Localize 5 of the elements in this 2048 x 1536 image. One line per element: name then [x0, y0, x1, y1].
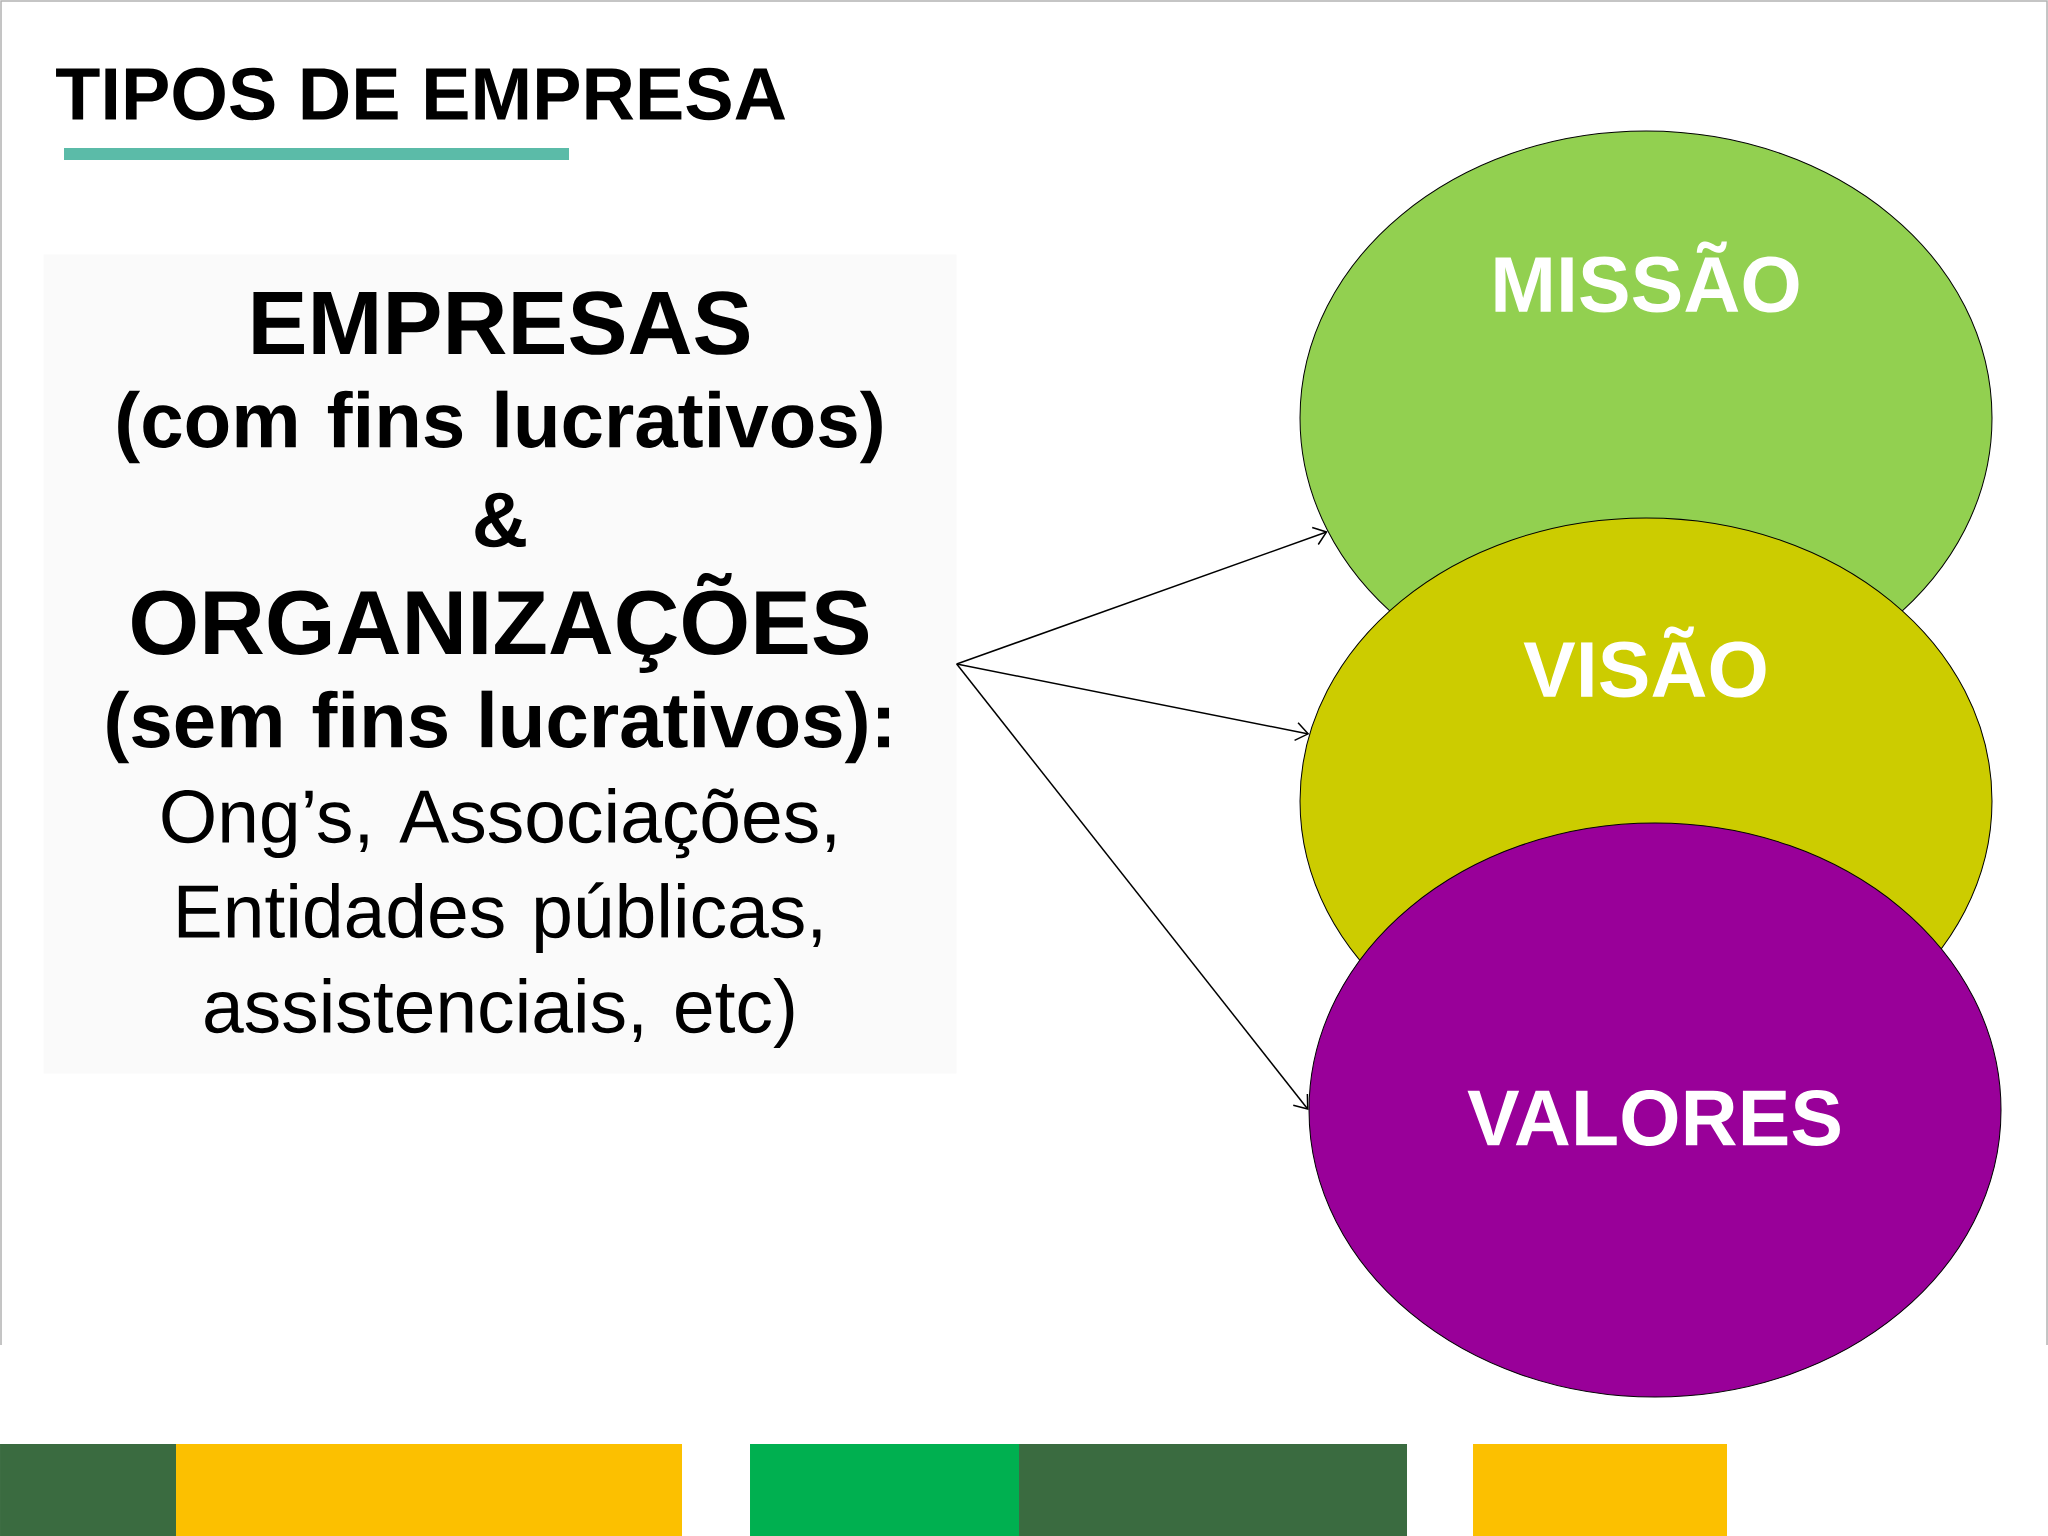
- arrow: [955, 663, 1309, 1110]
- text-panel: EMPRESAS (com fins lucrativos) & ORGANIZAÇÕES (sem fins lucrativos): Ong’s, Associações, Entidades públicas, assistenciais, etc): [43, 254, 957, 1074]
- arrow: [955, 526, 1328, 665]
- arrow: [955, 663, 1310, 742]
- title: TIPOS DE EMPRESA: [56, 67, 786, 121]
